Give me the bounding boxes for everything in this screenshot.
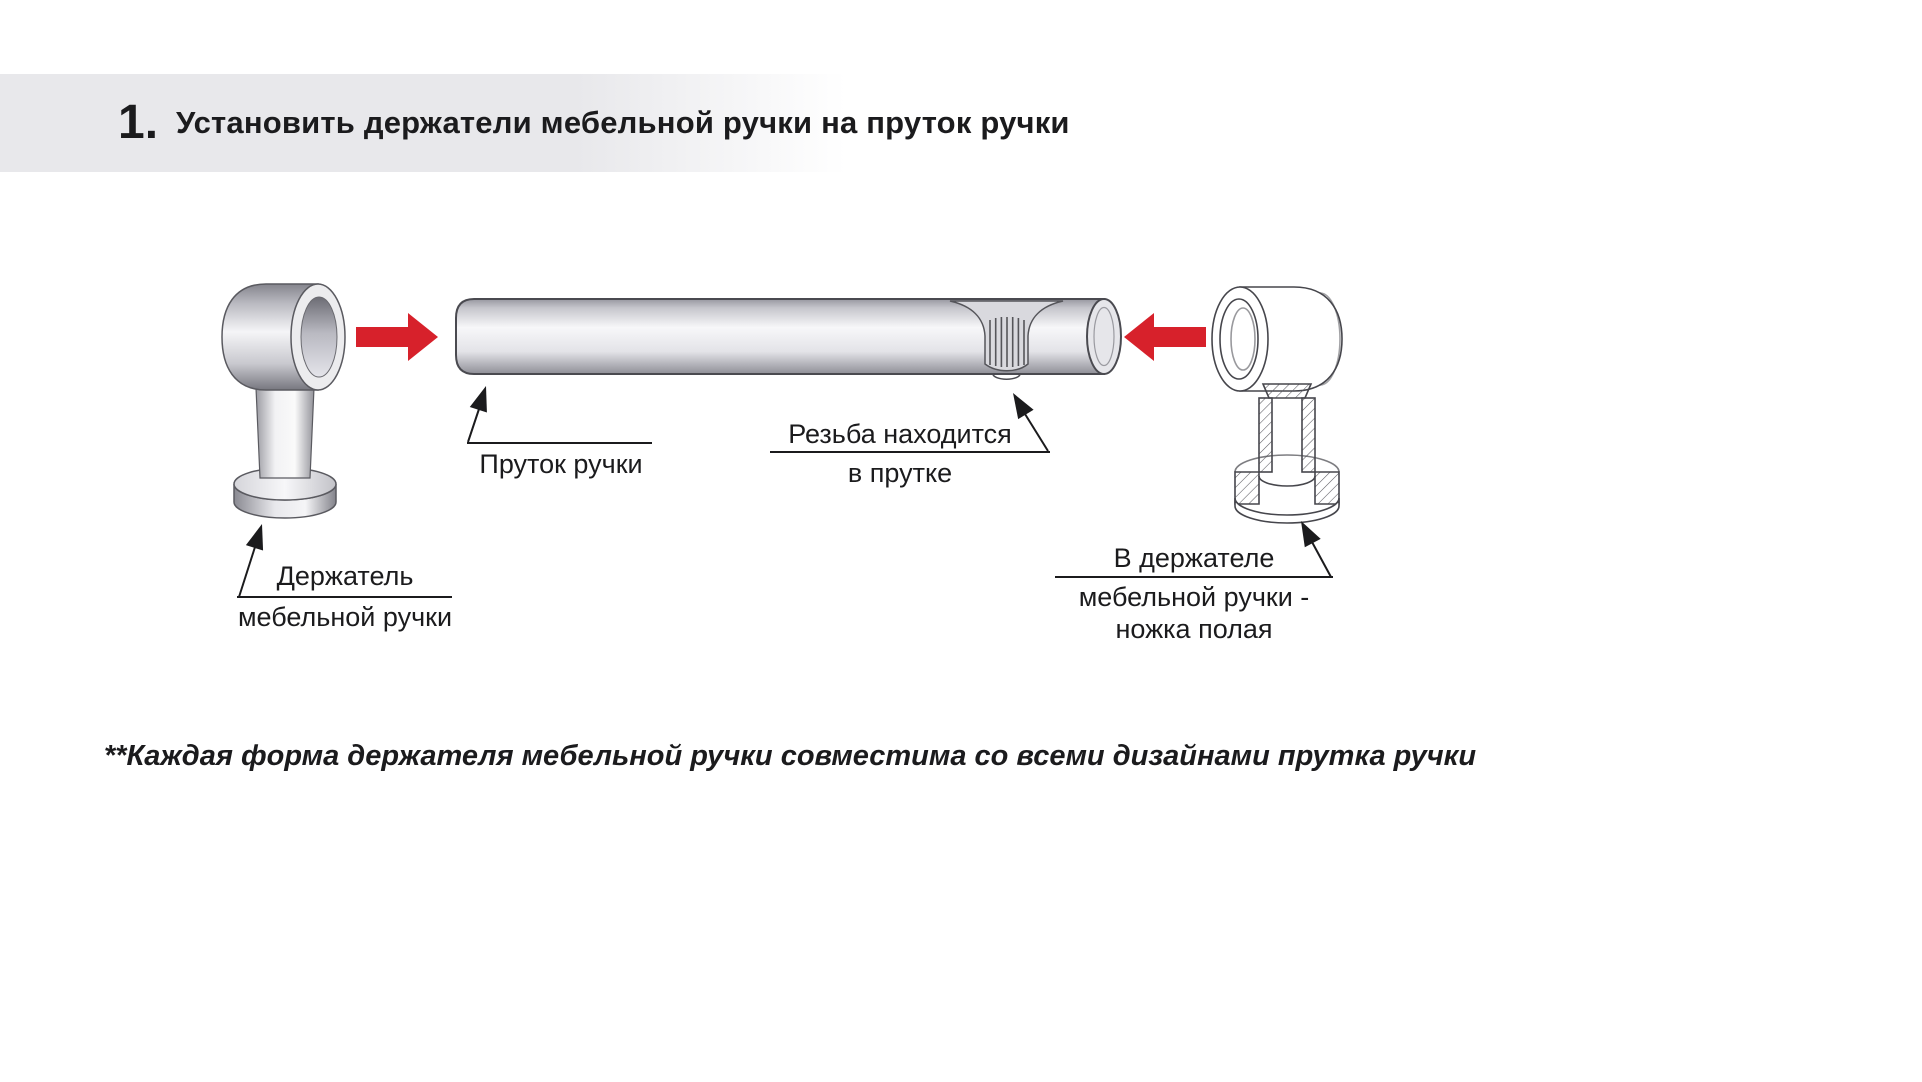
- thread-location-label-line1: Резьба находится: [788, 419, 1012, 449]
- holder-cutaway-illustration: [1211, 286, 1343, 524]
- rod-leader-line: [467, 386, 652, 444]
- thread-leader-line: [770, 393, 1050, 453]
- hollow-leg-label-line2: мебельной ручки -: [1078, 582, 1310, 612]
- hollow-leg-label-line1: В держателе: [1113, 543, 1275, 573]
- rod-label: Пруток ручки: [479, 449, 643, 479]
- handle-rod-illustration: [455, 298, 1122, 380]
- holder-label-line1: Держатель: [276, 561, 414, 591]
- hollow-leg-label-line3: ножка полая: [1115, 614, 1273, 644]
- step-header: 1. Установить держатели мебельной ручки …: [0, 74, 1070, 172]
- handle-holder-illustration: [221, 283, 346, 519]
- thread-location-label-line2: в прутке: [847, 458, 953, 488]
- thread-cutaway: [949, 300, 1064, 380]
- label-arrow-icon: [1301, 521, 1321, 548]
- hollow-leader-line: [1055, 521, 1333, 578]
- label-arrow-icon: [469, 386, 487, 413]
- red-arrow-left-icon: [1124, 313, 1206, 361]
- holder-label-line2: мебельной ручки: [237, 602, 453, 632]
- label-arrow-icon: [1013, 393, 1034, 420]
- step-number: 1.: [118, 96, 159, 149]
- label-arrow-icon: [245, 524, 264, 551]
- red-arrow-right-icon: [356, 313, 438, 361]
- holder-leader-line: [237, 524, 452, 598]
- footnote: **Каждая форма держателя мебельной ручки…: [103, 740, 1477, 772]
- page-title: Установить держатели мебельной ручки на …: [176, 105, 1070, 140]
